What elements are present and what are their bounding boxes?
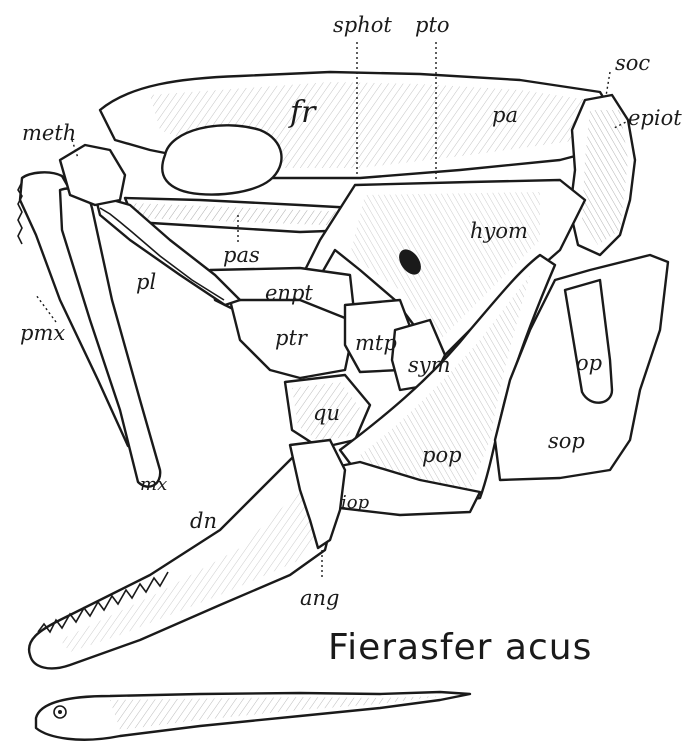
label-pl: pl — [136, 270, 156, 294]
label-sop: sop — [548, 429, 585, 453]
label-pas: pas — [223, 243, 260, 267]
label-dn: dn — [190, 509, 217, 533]
label-mx: mx — [140, 474, 167, 495]
label-op: op — [576, 351, 602, 375]
label-meth: meth — [22, 121, 76, 145]
label-sphot: sphot — [333, 13, 392, 37]
leader-soc — [606, 72, 610, 96]
label-sym: sym — [408, 353, 451, 377]
label-mtp: mtp — [355, 331, 397, 355]
label-fr: fr — [288, 95, 317, 130]
orbit-fenestra — [162, 125, 281, 194]
label-hyom: hyom — [470, 219, 528, 243]
leader-pmx — [36, 295, 56, 322]
label-soc: soc — [615, 51, 650, 75]
species-caption: Fierasfer acus — [328, 627, 592, 668]
label-epiot: epiot — [628, 106, 682, 130]
label-pa: pa — [492, 103, 518, 127]
label-pmx: pmx — [20, 321, 65, 345]
label-iop: iop — [341, 492, 370, 513]
label-pop: pop — [422, 443, 462, 467]
mesethmoid-bone — [60, 145, 125, 205]
label-ptr: ptr — [275, 326, 309, 350]
label-enpt: enpt — [265, 281, 313, 305]
fish-silhouette — [36, 692, 470, 740]
label-pto: pto — [415, 13, 450, 37]
label-ang: ang — [300, 586, 340, 610]
label-qu: qu — [313, 401, 340, 425]
